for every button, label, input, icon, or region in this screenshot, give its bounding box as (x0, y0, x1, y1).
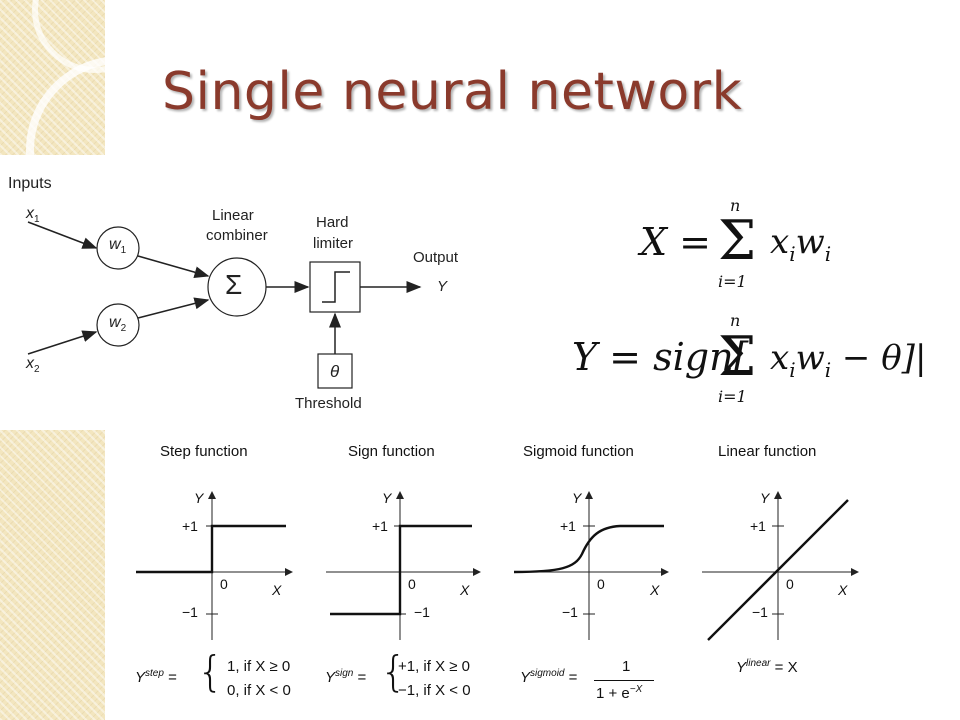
sigmoid-formula-numerator: 1 (622, 658, 631, 675)
sigmoid-curve (513, 524, 664, 574)
step-function-graph (136, 491, 293, 640)
equation-x-sum-bottom: i=1 (718, 272, 747, 291)
sign-formula-case2: −1, if X < 0 (398, 682, 471, 699)
sigmoid-formula-fraction-bar (594, 680, 654, 681)
linear-zero-label: 0 (786, 576, 794, 592)
step-zero-label: 0 (220, 576, 228, 592)
equation-x-lhs: X = (640, 220, 711, 264)
step-x-label: X (272, 582, 282, 598)
step-plus1-label: +1 (182, 518, 198, 534)
sidebar-decoration-bottom (0, 430, 105, 720)
sign-curve (330, 524, 472, 616)
activation-graphs (136, 491, 859, 641)
sigmoid-x-label: X (650, 582, 660, 598)
equation-y-term: xiwi − θ]| (770, 338, 927, 382)
sigmoid-minus1-label: −1 (562, 604, 578, 620)
input-arrow-1 (27, 221, 98, 249)
output-label: Output (413, 249, 459, 266)
equation-y-sum-bottom: i=1 (718, 387, 747, 406)
sign-y-label: Y (382, 490, 392, 506)
sigmoid-zero-label: 0 (597, 576, 605, 592)
linear-x-label: X (838, 582, 848, 598)
equation-y-sum-top: n (730, 311, 741, 330)
equation-y-lhs: Y = sign[ (572, 335, 749, 379)
sigmoid-function-graph (513, 491, 669, 640)
inputs-label: Inputs (8, 175, 52, 192)
equation-y-sum-symbol: Σ (718, 325, 757, 388)
sign-minus1-label: −1 (414, 604, 430, 620)
output-variable: Y (437, 278, 448, 295)
step-formula-lhs: Ystep = (135, 668, 177, 686)
theta-symbol: θ (330, 362, 340, 381)
linear-formula: Ylinear = X (736, 658, 798, 676)
linear-minus1-label: −1 (752, 604, 768, 620)
sign-formula-brace: { (380, 647, 407, 696)
linear-function-graph (702, 491, 859, 641)
weight-arrow-2 (137, 297, 210, 319)
limiter-label-line1: Hard (316, 214, 349, 231)
sigmoid-y-label: Y (572, 490, 582, 506)
sign-formula-case1: +1, if X ≥ 0 (398, 658, 471, 675)
step-formula-brace: { (197, 647, 224, 696)
threshold-label: Threshold (295, 395, 362, 412)
sign-zero-label: 0 (408, 576, 416, 592)
sign-plus1-label: +1 (372, 518, 388, 534)
input-x1-label: x1 (26, 205, 40, 226)
decorative-circles (26, 0, 214, 244)
input-arrow-2 (27, 330, 98, 355)
weight-node-1 (96, 226, 140, 270)
summation-symbol: Σ (225, 269, 243, 300)
sigmoid-formula-lhs: Ysigmoid = (520, 668, 578, 686)
linear-y-label: Y (760, 490, 770, 506)
sidebar-decoration-top (0, 0, 214, 244)
sign-formula-lhs: Ysign = (325, 668, 367, 686)
step-curve (136, 524, 286, 574)
perceptron-diagram (27, 221, 422, 389)
linear-plus1-label: +1 (750, 518, 766, 534)
equation-x-sum-top: n (730, 196, 741, 215)
slide-title: Single neural network (162, 62, 743, 122)
linear-function-title: Linear function (718, 443, 817, 460)
step-minus1-label: −1 (182, 604, 198, 620)
step-y-label: Y (194, 490, 204, 506)
hard-limiter-step-icon (322, 271, 350, 303)
step-function-title: Step function (160, 443, 248, 460)
sign-function-title: Sign function (348, 443, 435, 460)
combiner-label-line1: Linear (212, 207, 254, 224)
limiter-label-line2: limiter (313, 235, 353, 252)
weight-arrow-1 (137, 255, 210, 279)
equation-x-sum-symbol: Σ (718, 209, 757, 272)
sign-function-graph (326, 491, 481, 640)
step-formula-case1: 1, if X ≥ 0 (227, 658, 291, 675)
weight-w2-label: w2 (109, 314, 127, 335)
step-formula-case2: 0, if X < 0 (227, 682, 291, 699)
combiner-label-line2: combiner (206, 227, 268, 244)
equation-x-term: xiwi (770, 222, 832, 266)
sigmoid-function-title: Sigmoid function (523, 443, 634, 460)
input-x2-label: x2 (26, 355, 40, 376)
weight-w1-label: w1 (109, 236, 127, 257)
sigmoid-plus1-label: +1 (560, 518, 576, 534)
weight-node-2 (96, 303, 140, 347)
sign-x-label: X (460, 582, 470, 598)
linear-curve (707, 499, 849, 641)
sigmoid-formula-denominator: 1 + e−X (596, 684, 643, 702)
